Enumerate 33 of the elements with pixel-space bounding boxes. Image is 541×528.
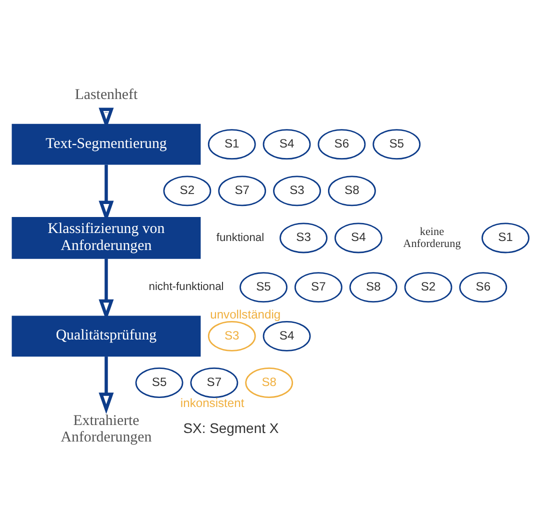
arrow bbox=[98, 356, 114, 414]
node-ellipse: S2 bbox=[163, 175, 212, 206]
node-ellipse: S4 bbox=[262, 128, 311, 160]
node-ellipse: S1 bbox=[482, 222, 530, 253]
node-label: unvollständig bbox=[210, 306, 281, 321]
node-ellipse: S7 bbox=[294, 272, 342, 302]
label: nicht-funktional bbox=[148, 280, 224, 293]
label: funktional bbox=[216, 231, 264, 244]
node-ellipse: S8 bbox=[245, 367, 294, 398]
node-ellipse: S5 bbox=[240, 272, 288, 302]
node-ellipse: S6 bbox=[318, 128, 366, 160]
label: SX: Segment X bbox=[183, 420, 279, 436]
node-ellipse: S7 bbox=[218, 175, 266, 206]
node-ellipse: S6 bbox=[459, 272, 508, 302]
node-box: Qualitätsprüfung bbox=[12, 315, 201, 356]
node-ellipse: S5 bbox=[135, 367, 184, 398]
node-box: Klassifizierung von Anforderungen bbox=[12, 216, 201, 258]
node-label: inkonsistent bbox=[180, 395, 244, 410]
node-ellipse: S8 bbox=[349, 272, 398, 302]
node-ellipse: S3 bbox=[208, 320, 256, 351]
node-ellipse: S5 bbox=[372, 128, 421, 160]
node-ellipse: S4 bbox=[262, 320, 311, 351]
node-ellipse: S2 bbox=[404, 272, 452, 302]
label: keine Anforderung bbox=[403, 225, 461, 250]
node-box: Text-Segmentierung bbox=[12, 123, 201, 164]
node-ellipse: S8 bbox=[328, 175, 376, 206]
node-text: Extrahierte Anforderungen bbox=[60, 412, 152, 446]
node-ellipse: S3 bbox=[280, 222, 328, 253]
node-ellipse: S4 bbox=[334, 222, 382, 253]
node-ellipse: S1 bbox=[208, 128, 256, 160]
node-text: Lastenheft bbox=[74, 86, 138, 103]
node-ellipse: S3 bbox=[273, 175, 321, 206]
node-ellipse: S7 bbox=[190, 367, 238, 398]
